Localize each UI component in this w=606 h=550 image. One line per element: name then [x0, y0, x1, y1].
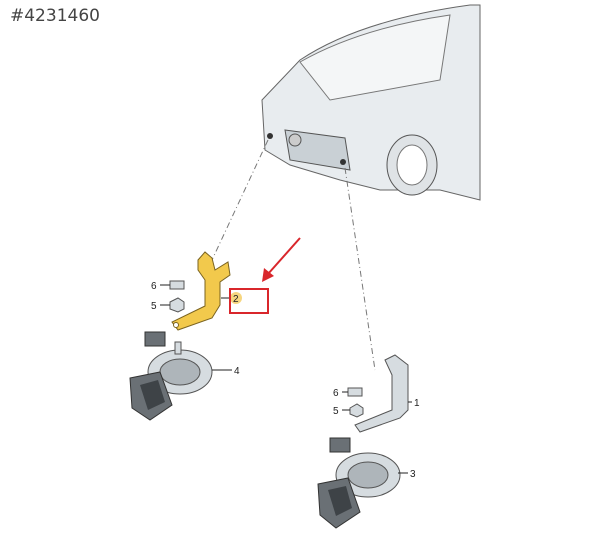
- bracket-right: [354, 354, 409, 433]
- nut-right: [349, 403, 364, 418]
- nut-left: [169, 297, 185, 313]
- callout-2-left: 2: [233, 294, 239, 305]
- callout-3: 3: [410, 469, 416, 480]
- image-id-label: #4231460: [10, 6, 100, 26]
- callout-1: 1: [414, 398, 420, 409]
- highlight-box: [229, 288, 269, 314]
- bolt-left: [169, 280, 185, 290]
- horn-right: [317, 437, 401, 529]
- horn-mount-point-left: [267, 133, 273, 139]
- horn-left: [129, 331, 213, 421]
- callout-4: 4: [234, 366, 240, 377]
- car-illustration: [261, 4, 481, 201]
- bracket-left-highlighted: [171, 251, 231, 331]
- callout-5-left: 5: [151, 301, 157, 312]
- horn-mount-point-right: [340, 159, 346, 165]
- callout-5-right: 5: [333, 406, 339, 417]
- callout-6-left: 6: [151, 281, 157, 292]
- callout-6-right: 6: [333, 388, 339, 399]
- bolt-right: [347, 387, 363, 397]
- annotation-arrow: [267, 237, 301, 275]
